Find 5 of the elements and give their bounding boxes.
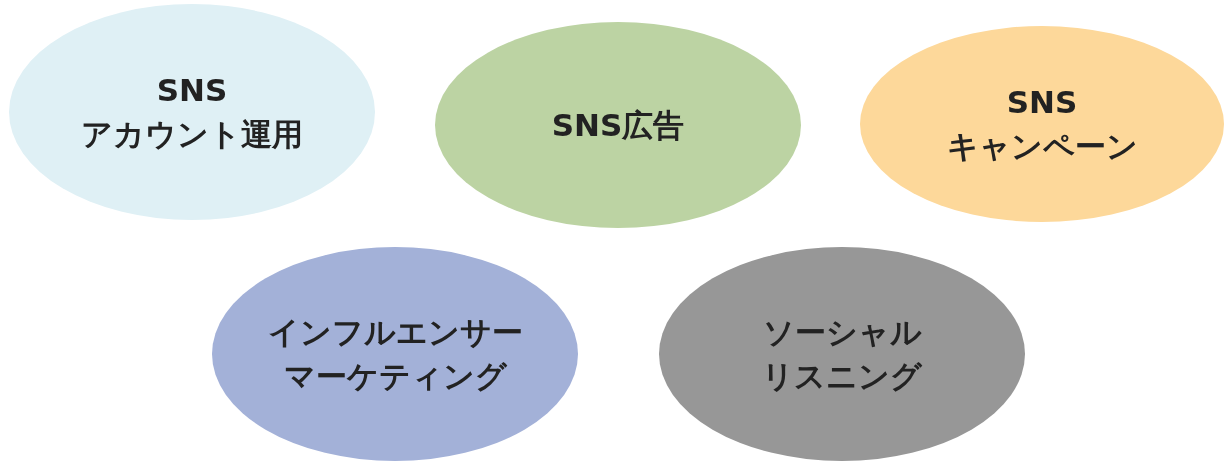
topic-label: SNSアカウント運用 (80, 71, 304, 154)
topic-label: SNS広告 (550, 106, 686, 145)
topic-label: ソーシャルリスニング (761, 313, 923, 396)
topic-label: SNSキャンペーン (945, 83, 1139, 166)
topic-label: インフルエンサーマーケティング (266, 313, 524, 396)
